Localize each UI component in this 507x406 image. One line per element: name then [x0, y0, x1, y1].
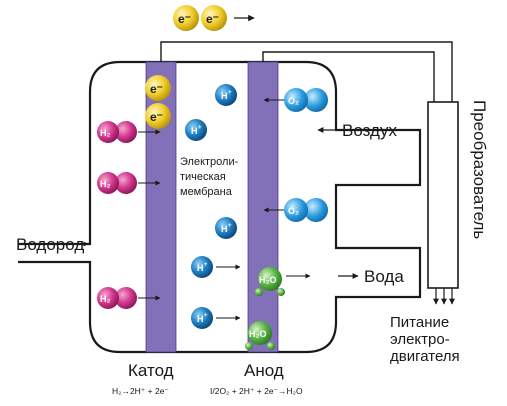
h-plus-ion-1: H + [215, 84, 237, 106]
cathode-formula: H₂→2H⁺ + 2e⁻ [112, 386, 169, 396]
svg-text:+: + [228, 90, 232, 96]
o2-molecule-1: O₂ [284, 88, 328, 112]
air-label: Воздух [342, 121, 397, 140]
hydrogen-label: Водород [16, 235, 84, 254]
electron-cathode-2: e⁻ [145, 103, 171, 129]
svg-text:H: H [191, 126, 198, 136]
h-plus-ion-2: H + [185, 119, 207, 141]
svg-text:H: H [197, 263, 204, 273]
svg-text:e⁻: e⁻ [150, 82, 163, 96]
svg-text:H: H [221, 91, 228, 101]
svg-text:+: + [198, 125, 202, 131]
power-label-line1: Питание [390, 314, 449, 331]
svg-text:O₂: O₂ [288, 96, 299, 106]
electron-top-1: e⁻ [173, 5, 199, 31]
water-molecule-1: H₂O [255, 267, 285, 296]
cell-outline [18, 60, 422, 354]
anode-formula: I/2O₂ + 2H⁺ + 2e⁻→H₂O [210, 386, 303, 396]
svg-text:e⁻: e⁻ [206, 12, 219, 26]
h-plus-ion-3: H + [215, 217, 237, 239]
cathode-label: Катод [128, 361, 174, 380]
svg-text:O₂: O₂ [288, 206, 299, 216]
svg-text:+: + [204, 313, 208, 319]
converter-label: Преобразователь [470, 100, 489, 239]
converter-output-arrows [433, 288, 455, 305]
svg-text:+: + [228, 223, 232, 229]
svg-text:H₂O: H₂O [259, 275, 277, 285]
svg-text:H₂O: H₂O [249, 329, 267, 339]
membrane-label-line1: Электроли- [180, 156, 239, 168]
power-label-line3: двигателя [390, 348, 460, 365]
o2-molecule-2: O₂ [284, 198, 328, 222]
svg-text:H: H [197, 314, 204, 324]
svg-text:+: + [204, 262, 208, 268]
membrane-label-line3: мембрана [180, 186, 233, 198]
electron-cathode-1: e⁻ [145, 75, 171, 101]
h-plus-ion-5: H + [191, 307, 213, 329]
converter-box [427, 101, 459, 289]
svg-text:H₂: H₂ [100, 179, 111, 189]
anode-membrane [247, 61, 279, 353]
h2-molecule-3: H₂ [97, 287, 137, 309]
electron-top-2: e⁻ [201, 5, 227, 31]
water-label: Вода [364, 267, 404, 286]
h2-molecule-1: H₂ [97, 121, 137, 143]
power-label-line2: электро- [390, 331, 450, 348]
svg-text:e⁻: e⁻ [178, 12, 191, 26]
membrane-label-line2: тическая [180, 171, 226, 183]
water-molecule-2: H₂O [245, 321, 275, 350]
anode-label: Анод [244, 361, 284, 380]
svg-text:H₂: H₂ [100, 128, 111, 138]
svg-text:H: H [221, 224, 228, 234]
h-plus-ion-4: H + [191, 256, 213, 278]
svg-text:e⁻: e⁻ [150, 110, 163, 124]
svg-text:H₂: H₂ [100, 294, 111, 304]
external-circuit [160, 41, 453, 102]
h2-molecule-2: H₂ [97, 172, 137, 194]
